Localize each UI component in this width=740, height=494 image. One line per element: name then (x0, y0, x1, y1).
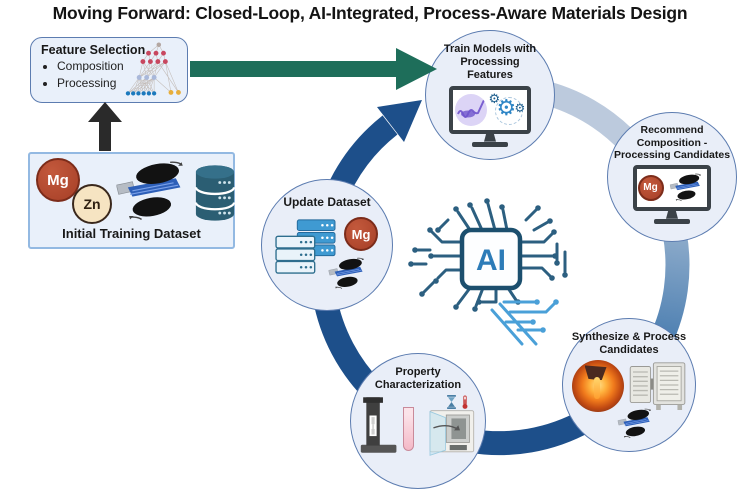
initial-training-dataset-label: Initial Training Dataset (62, 226, 201, 241)
test-tube-icon (402, 407, 414, 452)
database-icon (194, 162, 236, 224)
node-recommend-candidates: Recommend Composition - Processing Candi… (607, 112, 737, 242)
mg-label: Mg (351, 226, 371, 242)
oven-icon (419, 409, 477, 457)
node-train-models: Train Models with Processing Features ⚙ … (425, 30, 555, 160)
feature-selection-item-processing: Processing (57, 75, 124, 92)
rolling-mill-icon (116, 160, 190, 224)
property-label: Property Characterization (374, 366, 462, 392)
recommend-label: Recommend Composition - Processing Candi… (613, 124, 731, 162)
gears-icon: ⚙ ⚙ ⚙ (489, 93, 526, 127)
figure-title: Moving Forward: Closed-Loop, AI-Integrat… (52, 3, 688, 23)
initial-training-dataset-panel: Mg Zn Initial Training Dataset (28, 152, 235, 249)
molten-metal-casting-icon (571, 360, 624, 413)
update-dataset-label: Update Dataset (283, 195, 371, 209)
monitor-icon: Mg (633, 164, 711, 224)
mg-element-badge: Mg (637, 174, 664, 201)
node-property-characterization: Property Characterization (350, 353, 486, 489)
feature-selection-item-composition: Composition (57, 58, 124, 75)
rolling-mill-icon (324, 257, 372, 291)
mg-element-badge: Mg (36, 158, 80, 202)
ai-chip-icon (459, 227, 523, 291)
feature-selection-title: Feature Selection (41, 43, 146, 57)
model-plot-icon (454, 93, 487, 126)
monitor-icon: ⚙ ⚙ ⚙ (449, 85, 531, 147)
hourglass-icon (446, 395, 457, 409)
node-synthesize-process: Synthesize & Process Candidates (562, 318, 696, 452)
neural-network-icon (125, 42, 181, 96)
furnace-icon (629, 360, 687, 410)
node-update-dataset: Update Dataset Mg (261, 179, 393, 311)
mg-element-badge: Mg (344, 217, 378, 252)
mg-label: Mg (643, 182, 658, 194)
ai-chip-label: AI (476, 244, 506, 277)
update-to-train-arrowhead-icon (377, 100, 422, 142)
mg-label: Mg (47, 171, 69, 189)
zn-label: Zn (83, 196, 101, 212)
feature-selection-panel: Feature Selection Composition Processing (30, 37, 188, 103)
synthesize-label: Synthesize & Process Candidates (571, 331, 687, 357)
train-models-label: Train Models with Processing Features (443, 43, 537, 82)
thermometer-icon (461, 395, 469, 409)
feature-selection-list: Composition Processing (39, 58, 124, 93)
rolling-mill-icon (613, 408, 659, 440)
rolling-mill-icon (667, 173, 707, 203)
zn-element-badge: Zn (72, 184, 112, 224)
tensile-tester-icon (360, 395, 398, 455)
ai-circuit-brain-icon: AI (408, 198, 568, 346)
